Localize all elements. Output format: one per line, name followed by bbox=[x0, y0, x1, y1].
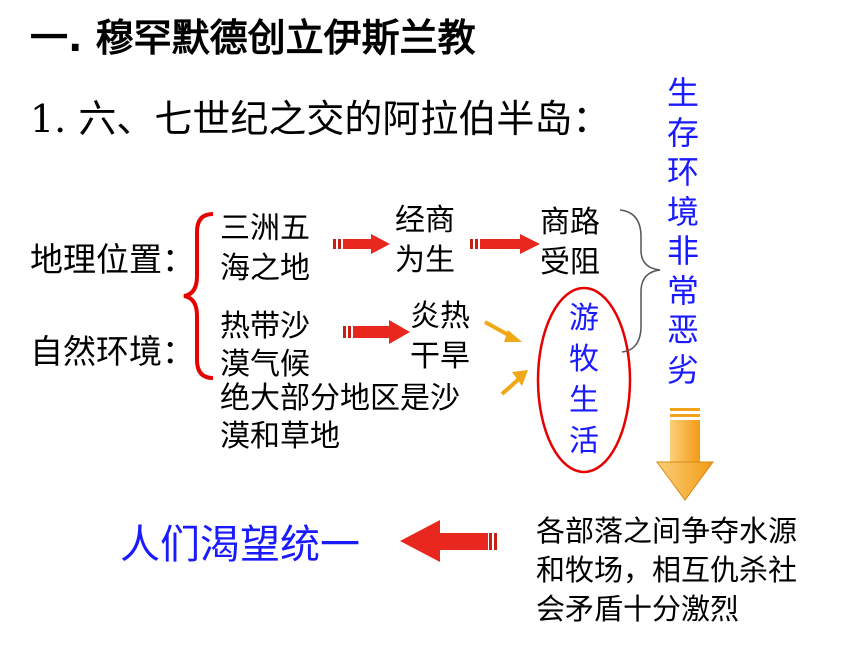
node-dry-line1: 炎热 bbox=[410, 299, 470, 334]
result-line: 各部落之间争夺水源 bbox=[536, 514, 798, 548]
arrow-2-icon bbox=[470, 234, 540, 254]
orange-arrow-1-icon bbox=[484, 320, 522, 342]
node-desert-line1: 绝大部分地区是沙 bbox=[220, 381, 460, 416]
node-climate-line1: 热带沙 bbox=[220, 309, 310, 344]
orange-arrow-2-icon bbox=[500, 370, 528, 396]
harsh-char: 常 bbox=[667, 271, 700, 310]
node-trade-route-line1: 商路 bbox=[540, 205, 600, 240]
result-line: 会矛盾十分激烈 bbox=[536, 592, 740, 626]
gray-brace bbox=[619, 209, 661, 353]
geo-label: 地理位置： bbox=[30, 240, 195, 279]
harsh-char: 环 bbox=[667, 153, 700, 191]
node-three-continents-line2: 海之地 bbox=[220, 251, 310, 286]
nomadic-ellipse bbox=[536, 286, 632, 474]
left-arrow-icon bbox=[400, 520, 497, 562]
result-line: 和牧场，相互仇杀社 bbox=[536, 553, 798, 587]
harsh-char: 劣 bbox=[667, 350, 700, 389]
harsh-char: 恶 bbox=[667, 311, 700, 349]
red-brace bbox=[183, 212, 214, 380]
nomadic-char: 生 bbox=[569, 383, 599, 418]
conclusion-text: 人们渴望统一 bbox=[120, 522, 360, 568]
harsh-char: 境 bbox=[667, 192, 700, 231]
subtitle: 1. 六、七世纪之交的阿拉伯半岛： bbox=[30, 97, 611, 141]
node-desert-line2: 漠和草地 bbox=[220, 419, 340, 454]
harsh-environment-text: 生 存 环 境 非 常 恶 劣 bbox=[667, 74, 699, 390]
down-arrow-icon bbox=[656, 408, 714, 501]
harsh-char: 存 bbox=[667, 113, 700, 152]
harsh-char: 生 bbox=[667, 74, 700, 112]
nomadic-char: 活 bbox=[569, 424, 599, 459]
nomadic-char: 游 bbox=[569, 301, 599, 336]
harsh-char: 非 bbox=[667, 232, 700, 270]
node-dry-line2: 干旱 bbox=[410, 339, 470, 374]
node-three-continents-line1: 三洲五 bbox=[220, 211, 310, 246]
nature-label: 自然环境： bbox=[30, 332, 195, 371]
node-trade-route-line2: 受阻 bbox=[540, 245, 600, 280]
nomadic-life-text: 游 牧 生 活 bbox=[569, 298, 599, 462]
node-trade-line2: 为生 bbox=[395, 243, 455, 278]
node-climate-line2: 漠气候 bbox=[220, 347, 310, 382]
arrow-1-icon bbox=[333, 234, 390, 254]
arrow-3-icon bbox=[343, 320, 410, 344]
node-trade-line1: 经商 bbox=[395, 203, 455, 238]
page-title: 一. 穆罕默德创立伊斯兰教 bbox=[30, 16, 476, 60]
result-text: 各部落之间争夺水源 和牧场，相互仇杀社 会矛盾十分激烈 bbox=[536, 512, 797, 629]
nomadic-char: 牧 bbox=[569, 342, 599, 377]
